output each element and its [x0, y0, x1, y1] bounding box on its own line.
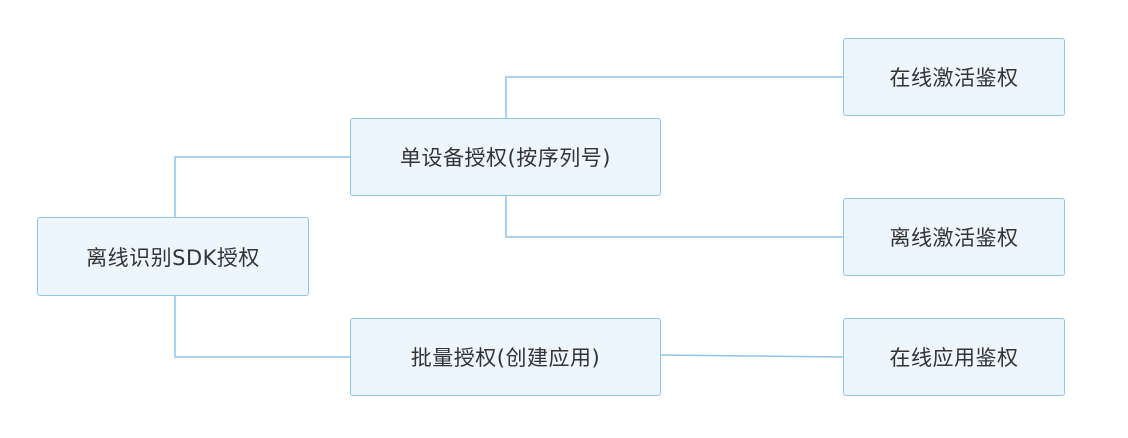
edge-single-offline-activation [505, 196, 843, 238]
node-label: 离线激活鉴权 [889, 226, 1019, 250]
node-online-activation-auth: 在线激活鉴权 [843, 38, 1065, 116]
node-online-app-auth: 在线应用鉴权 [843, 318, 1065, 396]
edge-root-batch [174, 296, 350, 358]
node-offline-sdk-auth: 离线识别SDK授权 [37, 217, 309, 296]
node-label: 在线激活鉴权 [889, 66, 1019, 90]
node-label: 批量授权(创建应用) [410, 346, 601, 370]
node-label: 单设备授权(按序列号) [400, 146, 611, 170]
edge-single-online-activation [505, 76, 843, 118]
node-single-device-auth: 单设备授权(按序列号) [350, 118, 661, 196]
edge-batch-online-app [660, 354, 844, 358]
node-offline-activation-auth: 离线激活鉴权 [843, 198, 1065, 276]
node-label: 离线识别SDK授权 [86, 245, 260, 270]
edge-root-single [174, 156, 350, 217]
node-label: 在线应用鉴权 [889, 346, 1019, 370]
node-batch-auth: 批量授权(创建应用) [350, 318, 661, 396]
